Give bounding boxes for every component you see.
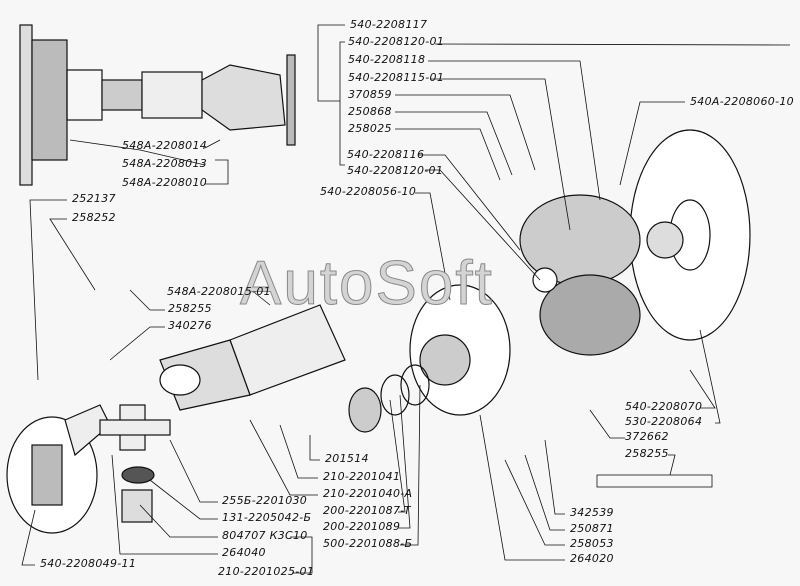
part-label: 250868 (348, 105, 392, 118)
flange-disc (629, 129, 751, 341)
part-label: 342539 (570, 506, 614, 519)
part-label: 548A-2208010 (122, 176, 208, 189)
part-label: 201514 (325, 452, 369, 465)
part-label: 540-2208120-01 (348, 35, 445, 48)
part-label: 372662 (625, 430, 669, 443)
part-label: 540-2208049-11 (40, 557, 137, 570)
part-label: 200-2201087-T (323, 504, 411, 517)
part-label: 540-2208117 (350, 18, 428, 31)
part-label: 370859 (348, 88, 392, 101)
flexible-coupling (519, 194, 641, 356)
part-label: 250871 (570, 522, 614, 535)
part-label: 540A-2208060-10 (690, 95, 794, 108)
part-label: 548A-2208013 (122, 157, 208, 170)
housing (6, 404, 111, 534)
part-label: 210-2201025-01 (218, 565, 315, 578)
part-label: 540-2208056-10 (320, 185, 417, 198)
part-label: 530-2208064 (625, 415, 703, 428)
part-label: 340276 (168, 319, 212, 332)
part-label: 540-2208120-01 (347, 164, 444, 177)
part-label: 258053 (570, 537, 614, 550)
part-label: 548A-2208015-01 (167, 285, 271, 298)
cross-spider (99, 404, 171, 523)
part-label: 131-2205042-Б (222, 511, 312, 524)
part-label: 804707 К3С10 (222, 529, 308, 542)
part-label: 255Б-2201030 (222, 494, 308, 507)
part-label: 264020 (570, 552, 614, 565)
part-label: 252137 (72, 192, 116, 205)
shaft-assembly-top (19, 24, 296, 186)
leader-lines (21, 24, 791, 574)
part-label: 210-2201040-A (323, 487, 413, 500)
bearing-rings (348, 364, 430, 433)
part-label: 258255 (168, 302, 212, 315)
hub-flange (409, 284, 511, 416)
part-label: 548A-2208014 (122, 139, 208, 152)
watermark: AutoSoft (240, 249, 494, 319)
part-label: 258252 (72, 211, 116, 224)
yoke-shaft (159, 304, 346, 411)
part-label: 264040 (222, 546, 266, 559)
part-label: 540-2208118 (348, 53, 426, 66)
part-label: 258025 (348, 122, 392, 135)
part-label: 540-2208070 (625, 400, 703, 413)
part-label: 540-2208116 (347, 148, 425, 161)
part-label: 540-2208115-01 (348, 71, 445, 84)
part-label: 500-2201088-Б (323, 537, 413, 550)
part-label: 210-2201041 (323, 470, 401, 483)
part-label: 200-2201089 (323, 520, 401, 533)
part-label: 258255 (625, 447, 669, 460)
